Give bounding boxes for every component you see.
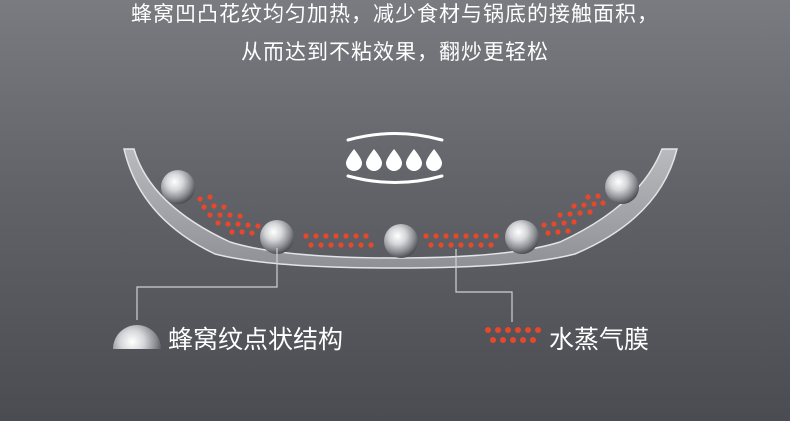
headline-line-2: 从而达到不粘效果，翻炒更轻松 — [241, 40, 549, 64]
legend-label-steam-film: 水蒸气膜 — [549, 325, 650, 354]
headline-line-1: 蜂窝凹凸花纹均匀加热，减少食材与锅底的接触面积， — [131, 2, 659, 26]
leader-line-film — [455, 249, 513, 322]
steam-dots-icon — [485, 327, 541, 343]
steam-film-dots — [197, 193, 606, 248]
water-drops-icon — [346, 132, 444, 184]
steel-balls — [161, 170, 639, 258]
leader-line-structure — [136, 248, 278, 320]
steel-ball-icon — [113, 325, 161, 349]
legend-label-honeycomb-structure: 蜂窝纹点状结构 — [168, 325, 344, 354]
